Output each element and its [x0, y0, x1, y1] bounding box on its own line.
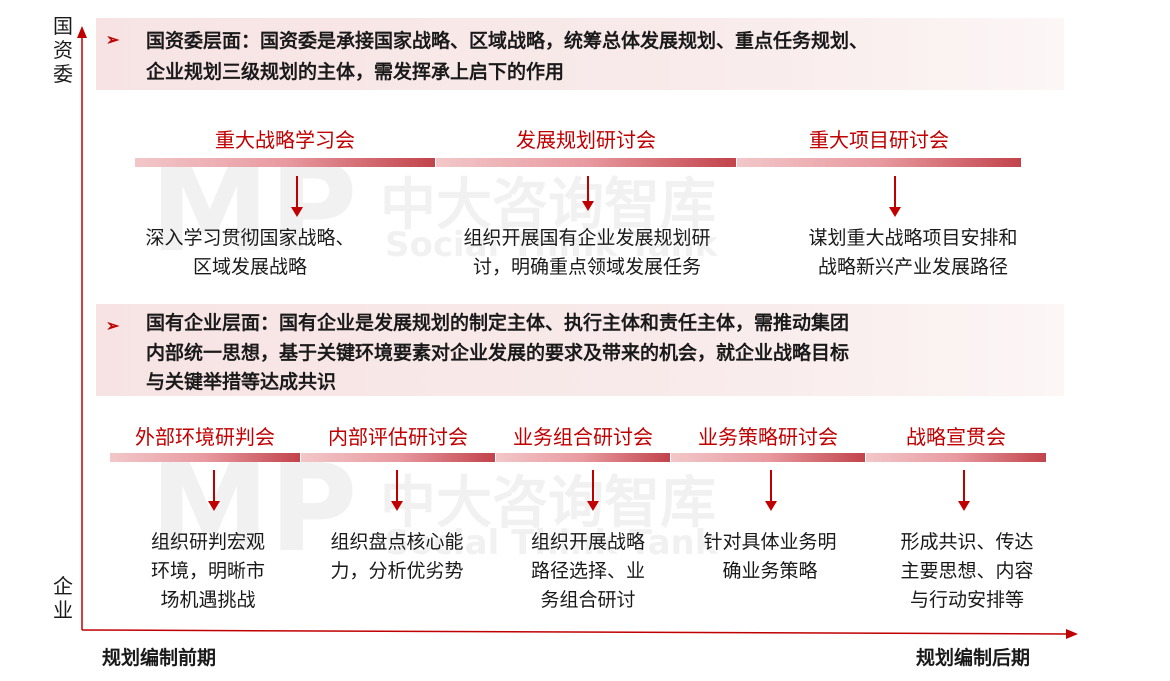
- watermark-cn: 中大咨询智库: [380, 173, 716, 238]
- watermark-cn-2: 中大咨询智库: [380, 471, 716, 536]
- s1-stage-desc: 深入学习贯彻国家战略、 区域发展战略: [105, 224, 395, 282]
- s2-stage-title: 业务组合研讨会: [513, 425, 653, 449]
- desc-line: 与行动安排等: [909, 589, 1024, 611]
- s2-stage-bar: [496, 453, 670, 462]
- desc-line: 形成共识、传达: [900, 531, 1034, 553]
- s1-down-arrow-icon: [291, 207, 303, 217]
- section2-text-line1: 国有企业层面：国有企业是发展规划的制定主体、执行主体和责任主体，需推动集团: [146, 312, 850, 334]
- s2-down-arrow-icon: [208, 501, 220, 511]
- s2-stage-desc: 组织开展战略 路径选择、业 务组合研讨: [498, 528, 678, 615]
- desc-line: 组织开展战略: [530, 531, 645, 553]
- watermark-en-2: Social Think Tank: [385, 523, 718, 563]
- s2-down-arrow-icon: [587, 501, 599, 511]
- s2-stage-bar: [866, 453, 1046, 462]
- desc-line: 区域发展战略: [192, 256, 307, 278]
- s2-arrow-line: [963, 470, 965, 502]
- s2-stage-title: 内部评估研讨会: [328, 425, 468, 449]
- s2-stage-title: 业务策略研讨会: [698, 425, 838, 449]
- s2-arrow-line: [213, 470, 215, 502]
- section1-text-line1: 国资委层面：国资委是承接国家战略、区域战略，统筹总体发展规划、重点任务规划、: [146, 30, 869, 52]
- watermark-brand-2: MP: [150, 440, 358, 579]
- watermark-en: Social Think Tank: [385, 225, 718, 265]
- s1-stage-desc: 组织开展国有企业发展规划研 讨，明确重点领域发展任务: [422, 224, 752, 282]
- section1-text-line2: 企业规划三级规划的主体，需发挥承上启下的作用: [146, 61, 565, 83]
- desc-line: 深入学习贯彻国家战略、: [145, 227, 355, 249]
- desc-line: 战略新兴产业发展路径: [817, 256, 1008, 278]
- section2-text-line2: 内部统一思想，基于关键环境要素对企业发展的要求及带来的机会，就企业战略目标: [146, 342, 850, 364]
- x-axis-arrow-icon: [1066, 629, 1078, 639]
- s1-arrow-line: [587, 176, 589, 202]
- y-axis-bottom-label: 企业: [53, 574, 73, 622]
- desc-line: 场机遇挑战: [160, 589, 256, 611]
- s2-stage-bar: [671, 453, 865, 462]
- s2-down-arrow-icon: [765, 501, 777, 511]
- s1-stage-title: 发展规划研讨会: [516, 128, 656, 152]
- s1-stage-title: 重大战略学习会: [215, 128, 355, 152]
- s2-arrow-line: [592, 470, 594, 502]
- s2-arrow-line: [396, 470, 398, 502]
- desc-line: 讨，明确重点领域发展任务: [472, 256, 701, 278]
- s2-stage-desc: 组织研判宏观 环境，明晰市 场机遇挑战: [118, 528, 298, 615]
- section2-banner: [96, 304, 1064, 396]
- desc-line: 环境，明晰市: [150, 560, 265, 582]
- s2-stage-desc: 针对具体业务明 确业务策略: [676, 528, 864, 586]
- s2-down-arrow-icon: [958, 501, 970, 511]
- desc-line: 主要思想、内容: [900, 560, 1034, 582]
- desc-line: 组织盘点核心能: [330, 531, 464, 553]
- s2-stage-desc: 形成共识、传达 主要思想、内容 与行动安排等: [872, 528, 1062, 615]
- s2-stage-title: 外部环境研判会: [135, 425, 275, 449]
- s1-stage-desc: 谋划重大战略项目安排和 战略新兴产业发展路径: [768, 224, 1058, 282]
- desc-line: 针对具体业务明: [703, 531, 837, 553]
- s1-down-arrow-icon: [582, 201, 594, 211]
- s1-stage-bar: [135, 158, 435, 167]
- s2-stage-title: 战略宣贯会: [906, 425, 1006, 449]
- section1-banner: [96, 18, 1064, 90]
- s1-stage-bar: [436, 158, 736, 167]
- y-axis-top-label: 国资委: [53, 14, 73, 86]
- x-axis-right-label: 规划编制后期: [916, 647, 1031, 669]
- s1-arrow-line: [894, 176, 896, 208]
- section1-bullet-icon: ➢: [106, 30, 120, 49]
- s2-arrow-line: [770, 470, 772, 502]
- section2-bullet-icon: ➢: [106, 316, 120, 335]
- desc-line: 确业务策略: [722, 560, 818, 582]
- s2-stage-bar: [110, 453, 300, 462]
- s1-arrow-line: [296, 176, 298, 208]
- desc-line: 力，分析优劣势: [330, 560, 464, 582]
- x-axis-left-label: 规划编制前期: [102, 647, 217, 669]
- desc-line: 谋划重大战略项目安排和: [808, 227, 1018, 249]
- desc-line: 组织研判宏观: [150, 531, 265, 553]
- s2-stage-bar: [301, 453, 495, 462]
- s2-stage-desc: 组织盘点核心能 力，分析优劣势: [303, 528, 491, 586]
- s1-stage-bar: [737, 158, 1021, 167]
- y-axis-arrow-icon: [77, 26, 87, 38]
- x-axis-line: [81, 629, 1069, 635]
- section2-text-line3: 与关键举措等达成共识: [146, 371, 337, 393]
- desc-line: 组织开展国有企业发展规划研: [463, 227, 711, 249]
- desc-line: 路径选择、业: [530, 560, 645, 582]
- desc-line: 务组合研讨: [540, 589, 636, 611]
- s1-stage-title: 重大项目研讨会: [809, 128, 949, 152]
- s1-down-arrow-icon: [889, 207, 901, 217]
- s2-down-arrow-icon: [391, 501, 403, 511]
